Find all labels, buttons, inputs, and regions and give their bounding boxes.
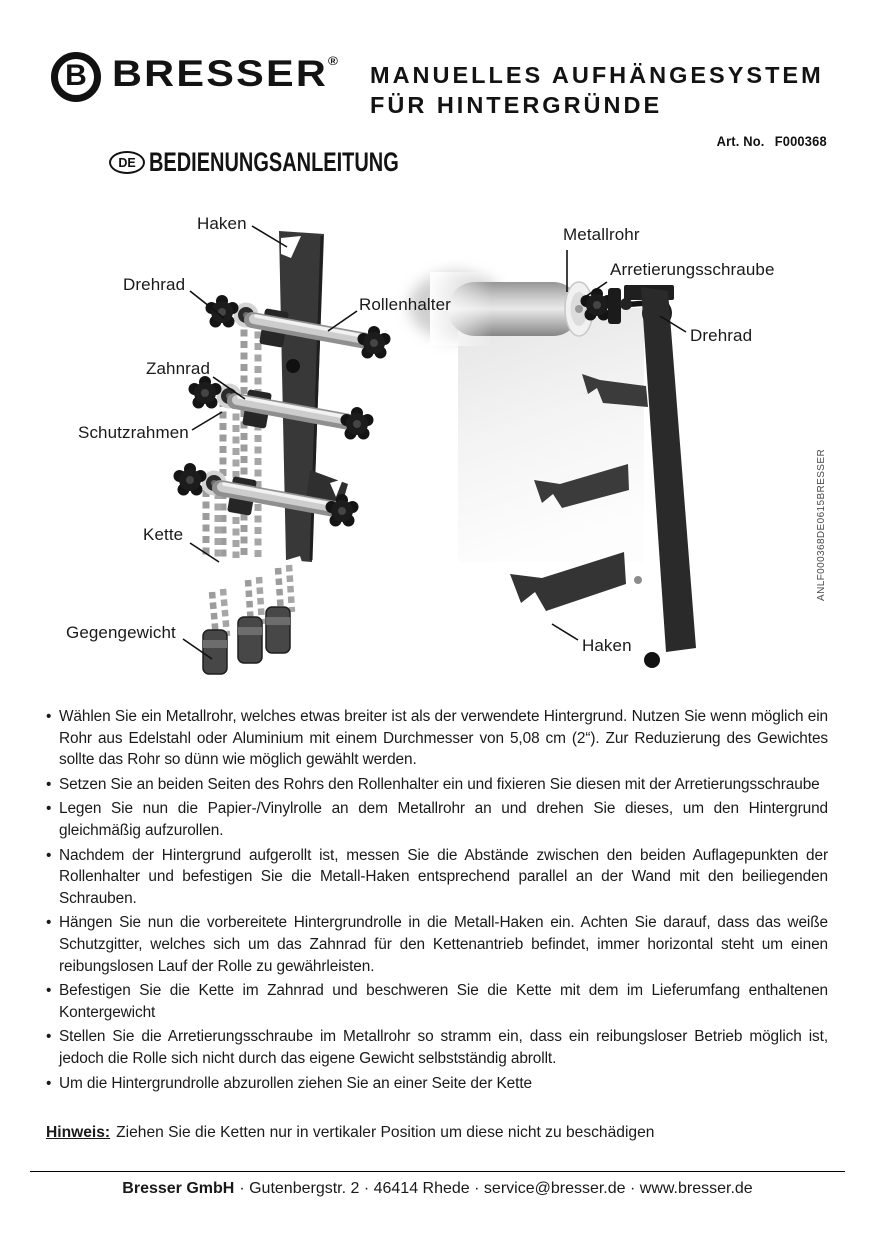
- label-zahnrad: Zahnrad: [146, 359, 211, 378]
- title-line-2: FÜR HINTERGRÜNDE: [370, 92, 663, 118]
- label-arretierungsschraube: Arretierungsschraube: [610, 260, 775, 279]
- right-figure-leader-lines: [551, 250, 687, 641]
- instruction-item: • Um die Hintergrundrolle abzurollen zieh…: [46, 1073, 828, 1095]
- hook-plate: [510, 552, 626, 611]
- label-haken-left: Haken: [197, 214, 247, 233]
- article-number-value: F000368: [774, 133, 827, 149]
- language-badge: DE: [109, 151, 145, 174]
- counterweight: [202, 629, 228, 675]
- instruction-item: • Stellen Sie die Arretierungsschraube im…: [46, 1026, 828, 1069]
- label-rollenhalter: Rollenhalter: [359, 295, 451, 314]
- label-metallrohr: Metallrohr: [563, 225, 640, 244]
- top-hook-notch: [281, 236, 301, 258]
- bullet-glyph: •: [46, 1074, 52, 1092]
- instruction-text: Befestigen Sie die Kette im Zahnrad und …: [59, 982, 828, 1021]
- instruction-item: • Legen Sie nun die Papier-/Vinylrolle an…: [46, 798, 828, 841]
- mount-screw: [634, 576, 642, 584]
- bracket-knob: [286, 359, 300, 373]
- label-kette: Kette: [143, 525, 184, 544]
- instruction-item: • Setzen Sie an beiden Seiten des Rohrs d…: [46, 774, 828, 796]
- bullet-glyph: •: [46, 775, 52, 793]
- note-text: Ziehen Sie die Ketten nur in vertikaler …: [116, 1124, 655, 1141]
- instruction-text: Stellen Sie die Arretierungsschraube im …: [59, 1028, 828, 1067]
- label-drehrad-right: Drehrad: [690, 326, 753, 345]
- chains-upper: [202, 318, 262, 559]
- counterweights: [202, 606, 291, 675]
- document-type-heading: BEDIENUNGSANLEITUNG: [149, 147, 399, 177]
- bottom-knob: [644, 652, 660, 668]
- instruction-text: Nachdem der Hintergrund aufgerollt ist, …: [59, 846, 828, 907]
- print-reference-code: ANLF000368DE0615BRESSER: [816, 448, 827, 601]
- chains-lower: [208, 564, 296, 639]
- title-line-1: MANUELLES AUFHÄNGESYSTEM: [370, 62, 824, 88]
- roller-assembly-2: [189, 376, 374, 440]
- footer-company: Bresser GmbH: [122, 1180, 235, 1197]
- registered-trademark-icon: ®: [328, 54, 341, 68]
- hook-plate: [534, 464, 629, 508]
- brand-text: BRESSER: [112, 53, 329, 94]
- bullet-glyph: •: [46, 800, 52, 818]
- instruction-text: Um die Hintergrundrolle abzurollen ziehe…: [59, 1074, 532, 1092]
- bullet-glyph: •: [46, 914, 52, 932]
- counterweight: [265, 606, 291, 654]
- footer: Bresser GmbH· Gutenbergstr. 2 · 46414 Rh…: [0, 1180, 875, 1198]
- instruction-text: Setzen Sie an beiden Seiten des Rohrs de…: [59, 775, 820, 793]
- article-number: Art. No. F000368: [717, 133, 827, 149]
- label-gegengewicht: Gegengewicht: [66, 623, 176, 642]
- note: Hinweis: Ziehen Sie die Ketten nur in ver…: [46, 1122, 828, 1144]
- bresser-logo-icon: B: [51, 52, 101, 102]
- page-title: MANUELLES AUFHÄNGESYSTEM FÜR HINTERGRÜND…: [370, 60, 850, 120]
- bullet-glyph: •: [46, 708, 52, 725]
- footer-address: · Gutenbergstr. 2 · 46414 Rhede · servic…: [239, 1180, 753, 1197]
- right-figure: [409, 250, 696, 668]
- bullet-glyph: •: [46, 1028, 52, 1046]
- note-label: Hinweis:: [46, 1124, 111, 1141]
- label-drehrad-left: Drehrad: [123, 275, 186, 294]
- article-number-label: Art. No.: [716, 133, 765, 149]
- brand-wordmark: BRESSER®: [112, 53, 340, 95]
- instruction-item: • Befestigen Sie die Kette im Zahnrad und…: [46, 980, 828, 1023]
- instruction-text: Hängen Sie nun die vorbereitete Hintergr…: [59, 914, 828, 975]
- hook-plate: [582, 374, 648, 407]
- instruction-item: • Wählen Sie ein Metallrohr, welches etwa…: [46, 706, 828, 771]
- counterweight: [237, 616, 263, 664]
- instruction-item: • Nachdem der Hintergrund aufgerollt ist,…: [46, 845, 828, 910]
- background-sheet: [458, 308, 644, 562]
- left-figure-leader-lines: [182, 225, 358, 660]
- footer-divider: [30, 1171, 845, 1172]
- label-haken-right: Haken: [582, 636, 632, 655]
- language-code: DE: [118, 155, 136, 170]
- locking-screw-assembly: [580, 288, 649, 324]
- instruction-text: Legen Sie nun die Papier-/Vinylrolle an …: [59, 800, 828, 839]
- left-figure: [174, 225, 391, 675]
- label-schutzrahmen: Schutzrahmen: [78, 423, 189, 442]
- logo-letter: B: [65, 59, 87, 92]
- instruction-item: • Hängen Sie nun die vorbereitete Hinterg…: [46, 912, 828, 977]
- wall-hook-bracket: [510, 285, 696, 668]
- instruction-text: Wählen Sie ein Metallrohr, welches etwas…: [59, 708, 828, 769]
- bullet-glyph: •: [46, 846, 52, 864]
- bullet-glyph: •: [46, 982, 52, 1000]
- instruction-list: • Wählen Sie ein Metallrohr, welches etwa…: [46, 706, 828, 1097]
